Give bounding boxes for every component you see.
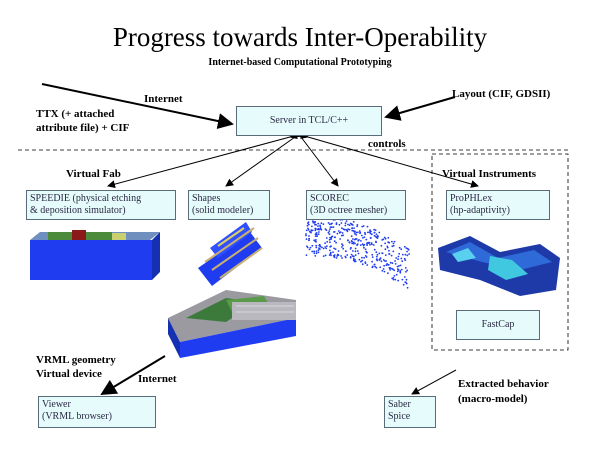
saber-box[interactable]: Saber Spice — [384, 396, 436, 428]
arrow-internet-to-viewer — [100, 355, 166, 396]
scorec-box-line1: SCOREC — [310, 193, 349, 204]
shapes-box-line1: Shapes — [192, 193, 221, 204]
label-virtual-fab: Virtual Fab — [66, 168, 121, 180]
speedie-device-image — [30, 230, 160, 280]
scorec-box-line2: (3D octree mesher) — [310, 205, 388, 216]
fastcap-box-label: FastCap — [481, 319, 515, 330]
saber-box-line2: Spice — [388, 411, 411, 422]
speedie-box-line1: SPEEDIE (physical etching — [30, 193, 142, 204]
label-extracted-line1: Extracted behavior — [458, 378, 549, 390]
arrow-internet-to-server — [41, 83, 234, 129]
label-virtual-instruments: Virtual Instruments — [442, 168, 537, 180]
label-internet-bottom: Internet — [138, 373, 177, 385]
arrow-to-saber — [411, 369, 457, 395]
saber-box-line1: Saber — [388, 399, 411, 410]
viewer-box-line1: Viewer — [42, 399, 71, 410]
arrow-layout-to-server — [384, 96, 456, 121]
page-title: Progress towards Inter-Operability — [112, 22, 488, 52]
prophlex-solution-image — [438, 236, 560, 296]
prophlex-box-line1: ProPHLex — [450, 193, 493, 204]
speedie-box[interactable]: SPEEDIE (physical etching & deposition s… — [26, 190, 176, 220]
speedie-box-line2: & deposition simulator) — [30, 205, 126, 216]
label-controls: controls — [368, 138, 406, 150]
shapes-box-line2: (solid modeler) — [192, 205, 254, 216]
viewer-box[interactable]: Viewer (VRML browser) — [38, 396, 156, 428]
viewer-box-line2: (VRML browser) — [42, 411, 112, 422]
label-vrml-line1: VRML geometry — [36, 354, 116, 366]
shapes-solid-image — [198, 222, 263, 286]
label-vrml-line2: Virtual device — [36, 368, 102, 380]
prophlex-box[interactable]: ProPHLex (hp-adaptivity) — [446, 190, 550, 220]
label-extracted-line2: (macro-model) — [458, 393, 528, 405]
prophlex-box-line2: (hp-adaptivity) — [450, 205, 510, 216]
arrow-server-prophlex — [300, 131, 479, 188]
virtual-instruments-dashed-frame — [431, 153, 569, 351]
shapes-box[interactable]: Shapes (solid modeler) — [188, 190, 270, 220]
label-layout: Layout (CIF, GDSII) — [452, 88, 551, 100]
server-box-label: Server in TCL/C++ — [269, 115, 349, 126]
scorec-mesh-image — [305, 215, 410, 289]
composite-device-image — [168, 290, 296, 358]
label-ttx-line1: TTX (+ attached — [36, 108, 115, 120]
label-internet-top: Internet — [144, 93, 183, 105]
arrow-server-speedie — [107, 131, 298, 189]
fastcap-box[interactable]: FastCap — [456, 310, 540, 340]
label-ttx-line2: attribute file) + CIF — [36, 122, 130, 134]
arrow-server-shapes — [225, 129, 304, 187]
scorec-box[interactable]: SCOREC (3D octree mesher) — [306, 190, 406, 220]
server-box[interactable]: Server in TCL/C++ — [236, 106, 382, 136]
page-subtitle: Internet-based Computational Prototyping — [208, 57, 392, 68]
